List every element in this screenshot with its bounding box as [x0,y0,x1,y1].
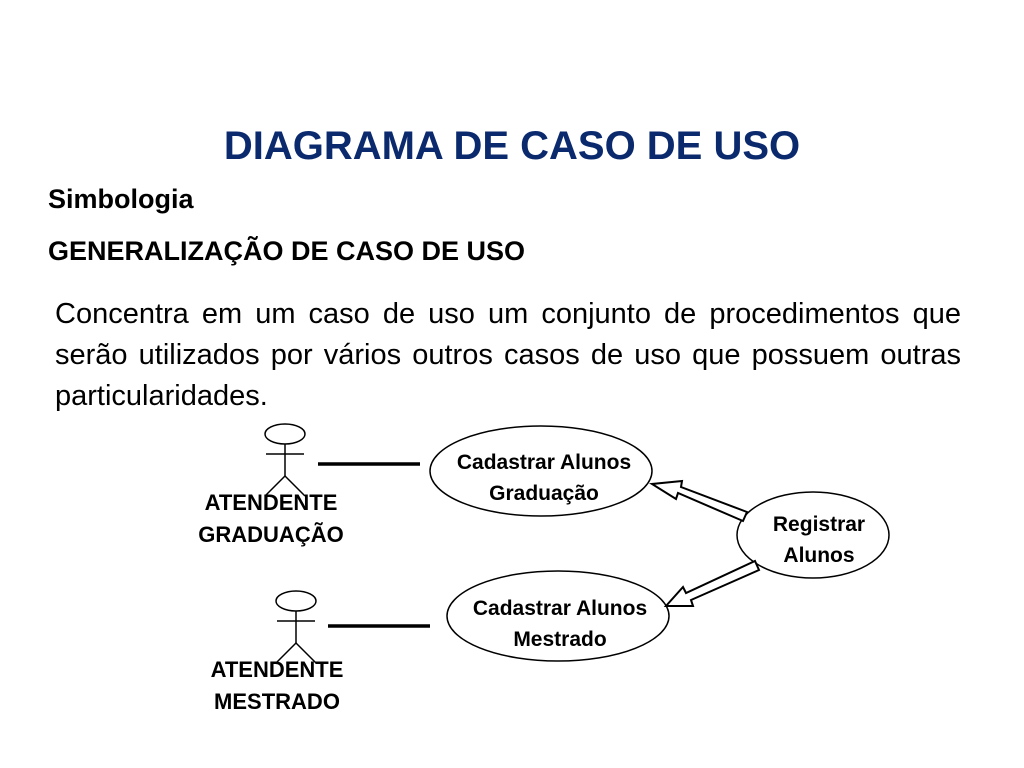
actor-mestrado-figure [275,590,317,664]
use-case-graduacao-line1: Cadastrar Alunos [457,451,631,474]
slide-subtitle: Simbologia [48,184,194,214]
generalization-arrow-mestrado [663,559,761,607]
actor-mestrado-label-line2: MESTRADO [214,689,340,714]
generalization-arrow-graduacao [648,479,749,523]
section-heading: GENERALIZAÇÃO DE CASO DE USO [48,236,526,266]
use-case-registrar-line2: Alunos [783,544,854,567]
use-case-registrar-ellipse [736,491,890,579]
use-case-mestrado-line2: Mestrado [513,628,606,651]
actor-mestrado-label-line1: ATENDENTE [211,657,344,682]
slide-title: DIAGRAMA DE CASO DE USO [223,124,801,168]
use-case-graduacao-ellipse [429,425,653,517]
use-case-mestrado-line1: Cadastrar Alunos [473,597,647,620]
use-case-mestrado-ellipse [446,570,670,662]
actor-graduacao-label-line2: GRADUAÇÃO [198,522,343,547]
use-case-registrar-line1: Registrar [773,513,865,536]
actor-graduacao-label-line1: ATENDENTE [205,490,338,515]
use-case-graduacao-line2: Graduação [489,482,599,505]
actor-graduacao-figure [264,423,306,497]
description-paragraph: Concentra em um caso de uso um conjunto … [55,298,961,412]
